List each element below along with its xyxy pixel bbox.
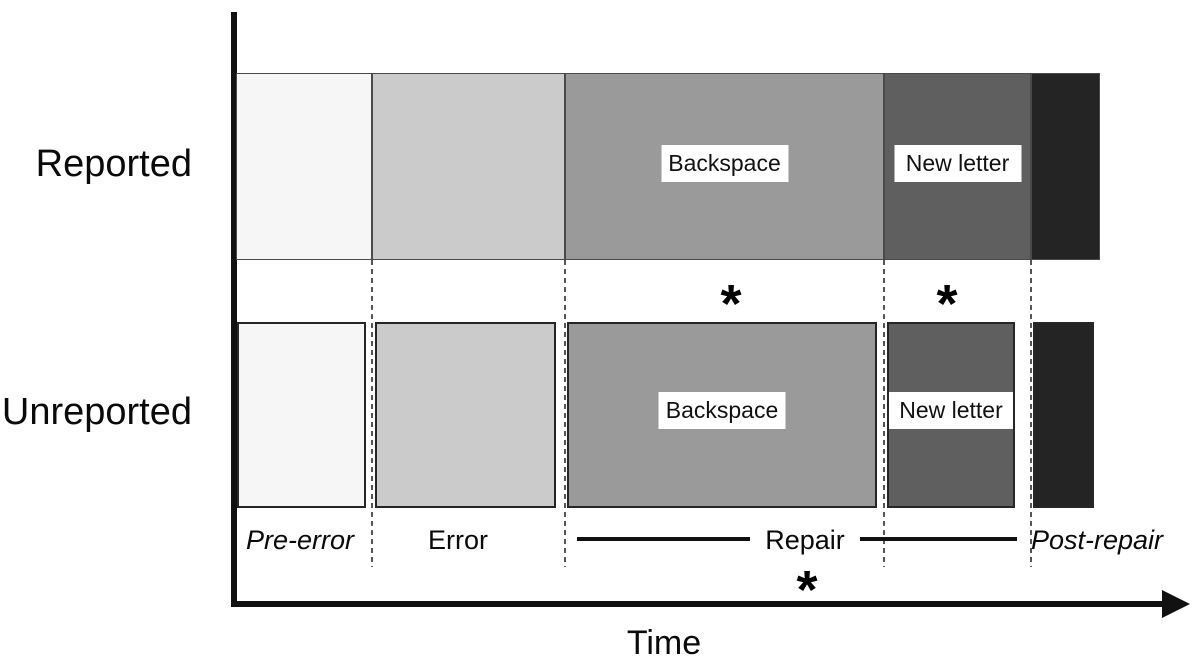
unreported-segment-pre-error <box>237 322 366 508</box>
asterisk-new-letter-gap: * <box>936 274 958 334</box>
reported-backspace-label: Backspace <box>661 145 788 182</box>
asterisk-backspace-gap: * <box>720 274 742 334</box>
phase-boundary-dashed-line-1 <box>371 260 373 567</box>
phase-label-error: Error <box>428 525 488 555</box>
unreported-segment-backspace: Backspace <box>567 322 877 508</box>
unreported-segment-new-letter: New letter <box>887 322 1015 508</box>
time-axis-arrowhead-icon <box>1162 590 1190 618</box>
reported-segment-error <box>372 73 565 260</box>
phase-label-repair: Repair <box>765 525 845 555</box>
phase-boundary-dashed-line-4 <box>1030 260 1032 567</box>
unreported-segment-error <box>375 322 556 508</box>
repair-bracket-line-right <box>860 537 1017 541</box>
reported-segment-backspace: Backspace <box>565 73 884 260</box>
reported-segment-new-letter: New letter <box>884 73 1031 260</box>
phase-boundary-dashed-line-2 <box>564 260 566 567</box>
phase-label-post-repair: Post-repair <box>1030 525 1164 555</box>
repair-bracket-line-left <box>577 537 750 541</box>
row-label-unreported: Unreported <box>1 391 192 433</box>
reported-new-letter-label: New letter <box>894 145 1021 182</box>
row-label-reported: Reported <box>35 143 192 185</box>
asterisk-repair-phase: * <box>796 560 818 620</box>
reported-segment-post-repair <box>1031 73 1100 260</box>
unreported-backspace-label: Backspace <box>658 392 786 429</box>
y-axis-line <box>231 12 237 607</box>
time-axis-line <box>231 601 1164 607</box>
phase-label-pre-error: Pre-error <box>245 525 354 555</box>
reported-segment-pre-error <box>236 73 372 260</box>
unreported-new-letter-label: New letter <box>889 392 1013 429</box>
time-axis-label: Time <box>626 624 702 662</box>
phase-boundary-dashed-line-3 <box>883 260 885 567</box>
unreported-segment-post-repair <box>1033 322 1094 508</box>
